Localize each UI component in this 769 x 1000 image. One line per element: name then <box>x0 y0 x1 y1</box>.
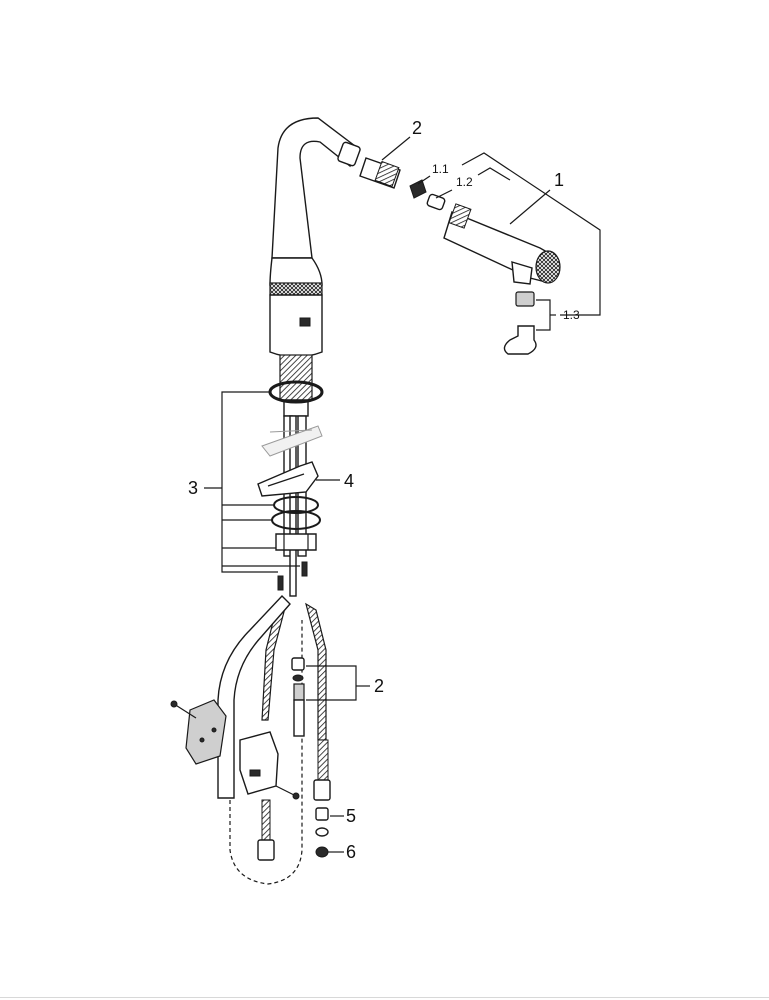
aerator-1-3 <box>503 291 537 355</box>
bottom-divider <box>0 997 769 998</box>
faucet-body <box>269 282 323 358</box>
hose-weight <box>293 683 305 737</box>
faucet-spout <box>269 117 361 286</box>
filter-insert-5 <box>315 807 329 821</box>
hose-lower-fitting <box>257 799 275 861</box>
spray-head <box>443 203 561 285</box>
callout-4: 4 <box>344 471 354 491</box>
hose-guide-block <box>170 699 227 765</box>
callout-6: 6 <box>346 842 356 862</box>
check-valve-1-1 <box>409 179 427 199</box>
threaded-shank <box>279 354 313 417</box>
braided-hose-right <box>305 602 331 801</box>
fixing-screw-right <box>301 561 308 577</box>
filter-1-2 <box>426 193 446 211</box>
callout-2-hose: 2 <box>374 676 384 696</box>
callout-3: 3 <box>188 478 198 498</box>
callout-1-2: 1.2 <box>456 175 473 189</box>
seal-5 <box>315 827 329 837</box>
fixing-screw-left <box>277 575 284 591</box>
check-valve-6 <box>315 846 329 858</box>
callout-2-top: 2 <box>412 118 422 138</box>
leader-lines <box>204 136 601 853</box>
hose-clamp <box>239 731 300 800</box>
pull-out-hose <box>217 594 291 799</box>
locking-nut <box>275 533 317 551</box>
callout-1-1: 1.1 <box>432 162 449 176</box>
hose-nut <box>291 657 305 682</box>
callout-1-3: 1.3 <box>563 308 580 322</box>
callout-5: 5 <box>346 806 356 826</box>
callout-1: 1 <box>554 170 564 190</box>
fixing-bracket <box>257 461 319 497</box>
fixing-plate-ghost <box>261 425 323 457</box>
hose-loop-dashed <box>229 620 303 885</box>
hose-connector-2 <box>359 157 401 189</box>
